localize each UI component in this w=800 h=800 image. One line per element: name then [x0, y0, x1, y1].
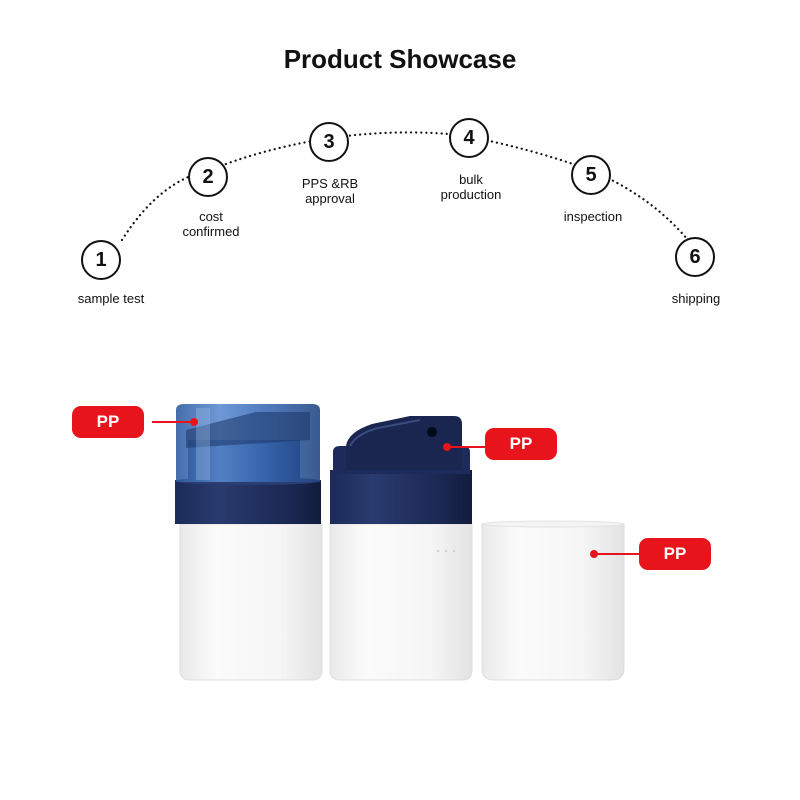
step-label-2: cost confirmed: [182, 209, 240, 239]
step-circle-6: 6: [675, 237, 715, 277]
step-number-4: 4: [463, 126, 475, 149]
step-label-3: PPS &RB approval: [301, 176, 359, 206]
leader-dot-left: [190, 418, 198, 426]
pp-badge-middle-pump: PP: [485, 428, 557, 460]
page-title: Product Showcase: [283, 44, 517, 74]
step-circle-5: 5: [571, 155, 611, 195]
step-circle-4: 4: [449, 118, 489, 158]
leader-dot-right: [590, 550, 598, 558]
step-number-1: 1: [95, 248, 107, 271]
step-label-6: shipping: [671, 291, 721, 306]
step-circle-3: 3: [309, 122, 349, 162]
step-circle-2: 2: [188, 157, 228, 197]
bottle-left: [175, 404, 323, 681]
step-label-5: inspection: [563, 209, 623, 224]
step-number-3: 3: [323, 130, 335, 153]
pp-badge-left-cap: PP: [72, 406, 144, 438]
step-label-4: bulk production: [440, 172, 502, 202]
step-label-1: sample test: [77, 291, 145, 306]
step-number-2: 2: [202, 165, 214, 188]
bottle-middle: [329, 416, 473, 681]
leader-dot-middle: [443, 443, 451, 451]
pp-badge-right-cap: PP: [639, 538, 711, 570]
step-circle-1: 1: [81, 240, 121, 280]
leader-line-left: [152, 421, 192, 423]
leader-line-right: [596, 553, 640, 555]
leader-line-middle: [448, 446, 486, 448]
overcap-right: [481, 520, 625, 681]
step-number-6: 6: [689, 245, 701, 268]
timeline-dotted-path: [120, 131, 690, 242]
step-number-5: 5: [585, 163, 597, 186]
